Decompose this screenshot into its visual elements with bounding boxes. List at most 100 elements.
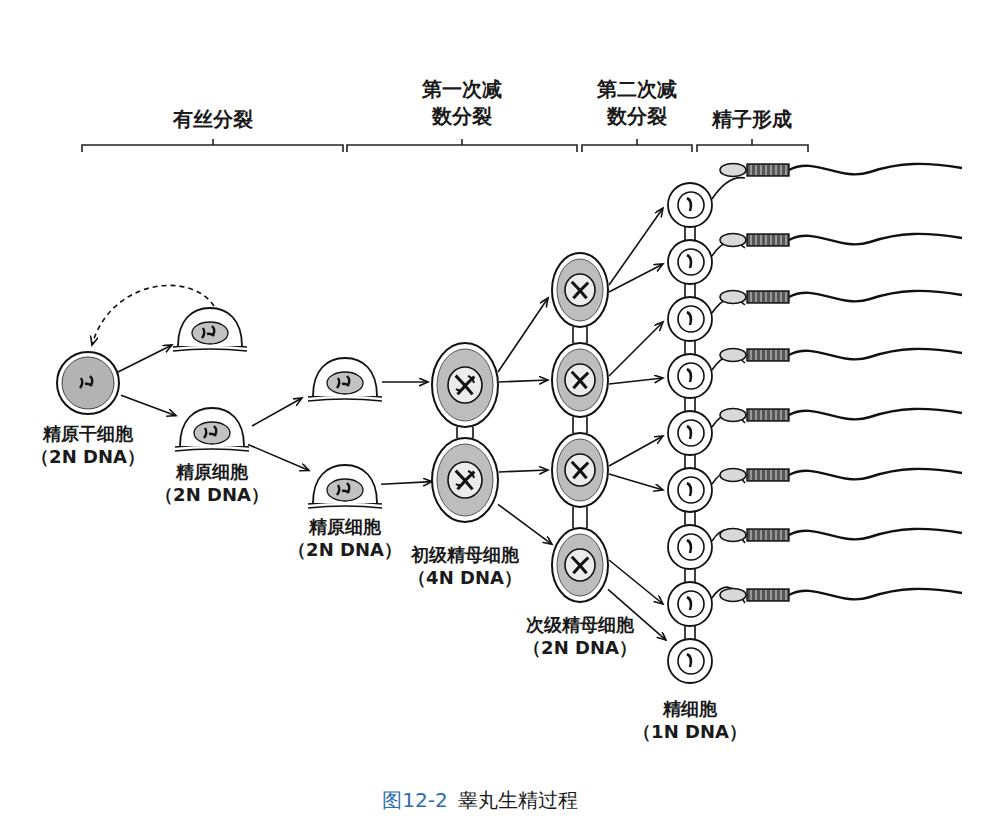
- cell-bridge: [685, 455, 695, 468]
- cell-part: [678, 591, 704, 617]
- outline-stroke: [789, 529, 962, 539]
- midpiece-stripe: [766, 590, 767, 600]
- division-arrow: [499, 380, 548, 382]
- cell-part: [565, 454, 595, 486]
- cell-name: 精原细胞: [155, 460, 269, 483]
- cell-label: 初级精母细胞（4N DNA）: [408, 543, 522, 590]
- cell-part: [668, 183, 712, 227]
- cell-part: [678, 648, 704, 674]
- outline-stroke: [573, 327, 587, 343]
- cell-part: [557, 349, 603, 411]
- outline-stroke: [572, 372, 589, 389]
- sperm: [712, 349, 962, 371]
- midpiece-stripe: [766, 470, 767, 480]
- cell-part: [720, 469, 746, 482]
- spermatocyte-cell: [552, 528, 608, 602]
- spermatid-cell: [668, 183, 712, 227]
- midpiece-stripe: [786, 350, 787, 360]
- outline-stroke: [687, 312, 691, 325]
- cell-part: [668, 468, 712, 512]
- outline-stroke: [687, 540, 691, 553]
- cell-part: [565, 364, 595, 396]
- midpiece-stripe: [776, 530, 777, 540]
- cell-name: 精原细胞: [288, 515, 402, 538]
- cell-bridge: [573, 507, 587, 528]
- cell-part: [565, 549, 595, 581]
- division-arrow: [609, 264, 663, 292]
- stage-heading: 有丝分裂: [173, 106, 253, 133]
- cell-part: [720, 409, 746, 422]
- midpiece-stripe: [761, 410, 762, 420]
- outline-stroke: [712, 529, 745, 543]
- outline-stroke: [456, 471, 474, 485]
- midpiece-stripe: [781, 235, 782, 245]
- sperm-midpiece: [747, 349, 789, 361]
- outline-stroke: [178, 308, 242, 346]
- cell-bridge: [573, 327, 587, 343]
- midpiece-stripe: [766, 292, 767, 302]
- stem-cell: [57, 352, 119, 414]
- outline-stroke: [337, 376, 349, 388]
- outline-stroke: [180, 408, 244, 446]
- midpiece-stripe: [751, 292, 752, 302]
- outline-stroke: [202, 326, 214, 338]
- division-arrow: [609, 322, 663, 376]
- cell-part: [552, 253, 608, 327]
- outline-stroke: [337, 483, 349, 495]
- midpiece-stripe: [786, 470, 787, 480]
- cell-part: [678, 420, 704, 446]
- dna-content: （2N DNA）: [288, 538, 402, 561]
- midpiece-stripe: [761, 350, 762, 360]
- outline-stroke: [80, 376, 92, 388]
- cell-part: [565, 274, 595, 306]
- midpiece-stripe: [781, 530, 782, 540]
- sperm: [712, 164, 962, 200]
- sperm: [712, 587, 962, 603]
- outline-stroke: [173, 349, 247, 351]
- cell-part: [678, 534, 704, 560]
- midpiece-stripe: [781, 292, 782, 302]
- midpiece-stripe: [781, 470, 782, 480]
- midpiece-stripe: [776, 292, 777, 302]
- division-arrow: [498, 298, 548, 372]
- midpiece-stripe: [761, 235, 762, 245]
- cell-bridge: [685, 341, 695, 354]
- outline-stroke: [685, 569, 695, 582]
- midpiece-stripe: [756, 590, 757, 600]
- cell-part: [678, 363, 704, 389]
- midpiece-stripe: [761, 590, 762, 600]
- midpiece-stripe: [781, 410, 782, 420]
- spermatid-cell: [668, 354, 712, 398]
- midpiece-stripe: [761, 530, 762, 540]
- cell-name: 精原干细胞: [31, 422, 145, 445]
- spermatogonium-cell: [175, 408, 249, 451]
- midpiece-stripe: [786, 292, 787, 302]
- outline-stroke: [456, 376, 475, 395]
- cell-label: 精细胞（1N DNA）: [633, 697, 747, 744]
- midpiece-stripe: [781, 350, 782, 360]
- cell-part: [432, 343, 498, 427]
- midpiece-stripe: [781, 590, 782, 600]
- cell-shape: [55, 350, 121, 416]
- cell-name: 初级精母细胞: [408, 543, 522, 566]
- division-arrow: [499, 470, 548, 472]
- midpiece-stripe: [751, 590, 752, 600]
- cell-part: [194, 422, 230, 444]
- spermatocyte-cell: [432, 343, 498, 427]
- dna-content: （2N DNA）: [155, 483, 269, 506]
- division-arrow: [609, 474, 663, 490]
- cell-shape: [432, 438, 498, 522]
- cell-part: [668, 525, 712, 569]
- cell-part: [437, 444, 493, 516]
- division-arrow: [248, 444, 309, 470]
- cell-part: [448, 462, 482, 498]
- division-arrow: [609, 208, 663, 285]
- cell-part: [720, 164, 746, 177]
- cell-part: [668, 582, 712, 626]
- midpiece-stripe: [766, 530, 767, 540]
- outline-stroke: [308, 399, 382, 401]
- division-arrow: [381, 482, 432, 485]
- stage-heading: 精子形成: [712, 106, 792, 133]
- sperm: [712, 234, 962, 257]
